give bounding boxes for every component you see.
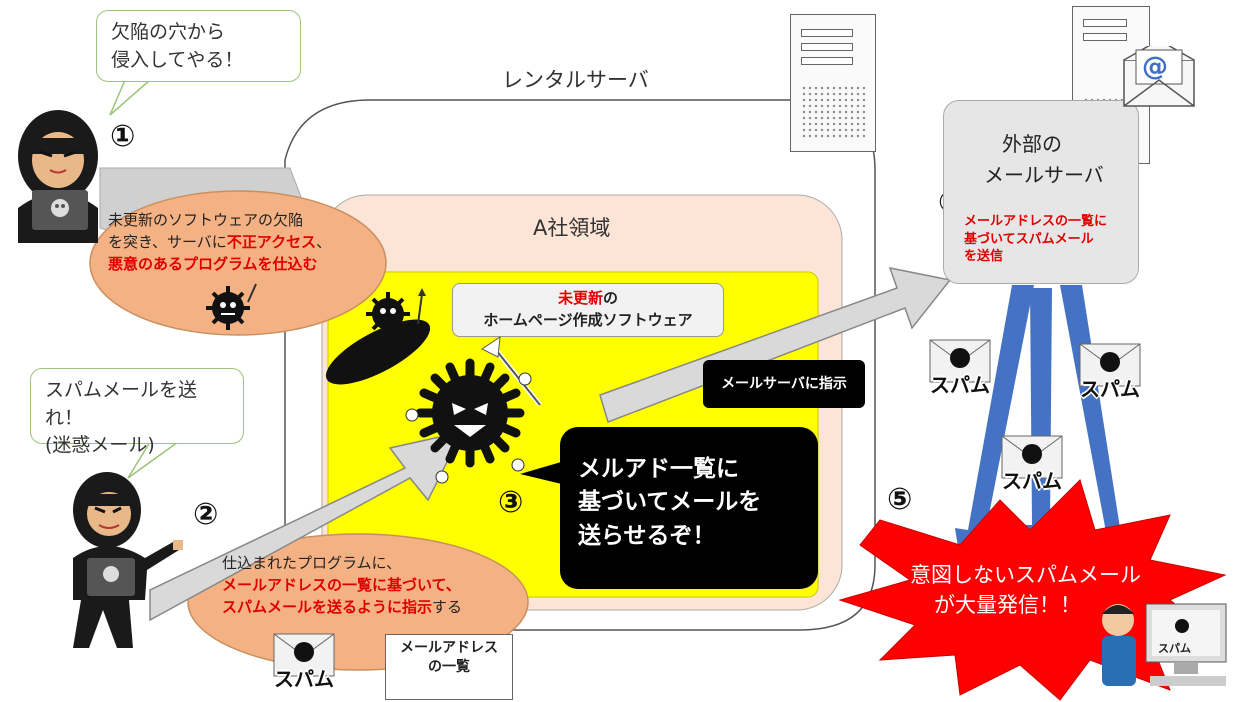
address-list-line2: の一覧 — [428, 658, 470, 675]
speech3-tail — [520, 460, 570, 486]
virus-large — [405, 335, 542, 484]
step1-description: 未更新のソフトウェアの欠陥 を突き、サーバに不正アクセス、 悪意のあるプログラム… — [108, 210, 378, 275]
hacker2-speech-line1: スパムメールを送れ！ — [45, 379, 198, 429]
step2-line3: スパムメールを送るように指示する — [222, 597, 522, 619]
spam-word-2: スパム — [1080, 377, 1140, 401]
spam-envelope-icon — [273, 633, 335, 677]
email-envelope-icon — [1123, 46, 1195, 107]
step-1-number: ① — [110, 119, 136, 154]
step1-line2-red: 不正アクセス — [226, 232, 317, 251]
instruct-mail-server-label: メールサーバに指示 — [703, 360, 865, 408]
mail-server-title: 外部の — [1002, 131, 1062, 158]
spam-mail-bottom: スパム — [270, 630, 338, 692]
spam-word-3: スパム — [1002, 469, 1062, 493]
spam-mail-2: スパム — [1076, 340, 1144, 402]
hacker1-figure — [18, 110, 98, 243]
hacker2-speech-line2: (迷惑メール) — [45, 434, 155, 457]
step2-line2: メールアドレスの一覧に基づいて、 — [222, 575, 461, 594]
step1-line2: を突き、サーバに不正アクセス、 — [108, 232, 378, 254]
step1-line2-b: 、 — [316, 232, 332, 251]
step2-line3-b: する — [432, 597, 463, 616]
step1-line1: 未更新のソフトウェアの欠陥 — [108, 211, 304, 229]
step1-line2-a: を突き、サーバに — [108, 232, 227, 251]
spam-word-bottom: スパム — [274, 667, 334, 691]
spam-mail-3: スパム — [998, 432, 1066, 494]
mail-server-title-line1: 外部の — [1002, 132, 1062, 156]
spam-envelope-icon — [1079, 343, 1141, 387]
software-rest: の — [603, 289, 619, 307]
mail-server-title-line2: メールサーバ — [984, 163, 1104, 187]
spam-word-1: スパム — [930, 373, 990, 397]
step4-line3: を送信 — [964, 249, 1004, 265]
step3-line3: 送らせるぞ！ — [578, 522, 716, 549]
rental-server-label: レンタルサーバ — [502, 68, 649, 92]
hacker1-speech-line2: 侵入してやる！ — [111, 48, 244, 71]
step4-line1: メールアドレスの一覧に — [964, 214, 1108, 229]
virus-hole — [366, 288, 426, 336]
send-arrow — [599, 267, 952, 423]
address-list-line1: メールアドレス — [400, 640, 498, 656]
vulnerability-hole — [325, 319, 431, 385]
step3-speech: メルアド一覧に 基づいてメールを 送らせるぞ！ — [560, 427, 818, 589]
software-line1: 未更新の — [453, 288, 723, 310]
step1-ellipse — [89, 190, 387, 336]
spam-word-pc: スパム — [1158, 642, 1191, 655]
step1-line3: 悪意のあるプログラムを仕込む — [108, 254, 318, 273]
burst-message: 意図しないスパムメール が大量発信！！ — [910, 560, 1141, 621]
spam-envelope-icon — [1001, 435, 1063, 479]
blue-arrow-center — [1016, 288, 1066, 548]
blue-arrow-left — [955, 285, 1034, 560]
hacker1-speech-line1: 欠陥の穴から — [111, 21, 226, 43]
step-2-number: ② — [193, 497, 219, 532]
external-mail-server-box: 外部の メールサーバ メールアドレスの一覧に 基づいてスパムメール を送信 — [943, 100, 1139, 284]
software-line2: ホームページ作成ソフトウェア — [483, 310, 693, 329]
spam-mail-1: スパム — [926, 336, 994, 398]
address-list-document: メールアドレス の一覧 — [385, 634, 513, 700]
hacker2-speech-bubble: スパムメールを送れ！ (迷惑メール) — [30, 368, 244, 456]
step-5-number: ⑤ — [887, 482, 913, 517]
step2-line1: 仕込まれたプログラムに、 — [222, 554, 402, 572]
step3-line2: 基づいてメールを — [578, 489, 762, 516]
victim-pc-figure — [1102, 603, 1227, 686]
burst-line1: 意図しないスパムメール — [910, 563, 1141, 587]
spam-envelope-icon — [929, 339, 991, 383]
blue-arrow-right — [1060, 285, 1134, 558]
hacker1-speech-bubble: 欠陥の穴から 侵入してやる！ — [96, 10, 301, 82]
outdated-software-box: 未更新の ホームページ作成ソフトウェア — [452, 283, 724, 337]
step4-description: メールアドレスの一覧に 基づいてスパムメール を送信 — [964, 213, 1107, 266]
step3-line1: メルアド一覧に — [578, 456, 739, 482]
company-area-label: A社領域 — [533, 216, 611, 240]
step4-line2: 基づいてスパムメール — [964, 231, 1094, 247]
step2-description: 仕込まれたプログラムに、 メールアドレスの一覧に基づいて、 スパムメールを送るよ… — [222, 553, 522, 618]
hacker2-figure — [73, 472, 183, 648]
at-symbol: @ — [1142, 52, 1168, 82]
command-arrow — [149, 430, 464, 622]
software-red: 未更新 — [557, 289, 603, 307]
step2-line3-red: スパムメールを送るように指示 — [222, 597, 433, 616]
rental-server-icon — [790, 14, 876, 152]
burst-line2: が大量発信！！ — [934, 593, 1081, 618]
bubble1-tail — [109, 79, 152, 116]
virus-small-1 — [206, 283, 257, 330]
step-3-number: ③ — [498, 485, 524, 520]
